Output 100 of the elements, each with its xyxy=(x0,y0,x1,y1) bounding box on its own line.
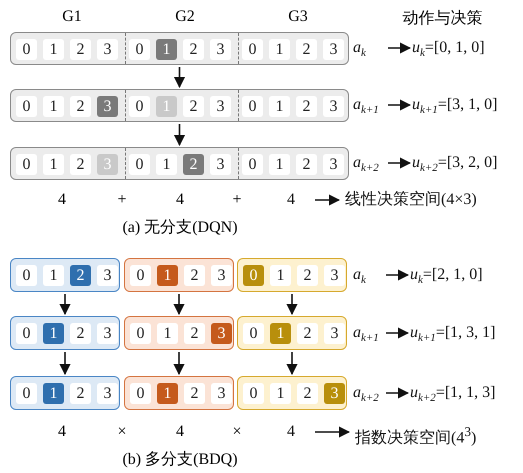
action-option-cell: 2 xyxy=(70,323,91,344)
action-option-cell: 0 xyxy=(16,265,37,286)
action-option-cell: 3 xyxy=(210,39,231,60)
action-option-cell: 2 xyxy=(70,265,91,286)
branch-size-number: 4 xyxy=(57,190,67,210)
decision-vector-label: u$_{k+1}$=[3, 1, 0] xyxy=(412,94,523,116)
action-option-cell: 1 xyxy=(43,39,64,60)
action-option-cell: 3 xyxy=(97,39,118,60)
action-label: a$_{k+2}$ xyxy=(353,152,379,174)
decision-vector-label: u$_{k+2}$=[3, 2, 0] xyxy=(412,152,523,174)
action-option-cell: 1 xyxy=(43,265,64,286)
arrow xyxy=(315,194,340,206)
branch-size-number: 4 xyxy=(175,422,185,442)
column-heading: 动作与决策 xyxy=(402,8,484,29)
arrow xyxy=(386,387,410,399)
arrow xyxy=(173,352,185,376)
branch-panel xyxy=(10,376,120,410)
action-option-cell: 3 xyxy=(97,265,118,286)
action-option-cell: 0 xyxy=(129,96,150,117)
arrow xyxy=(59,294,71,316)
branch-size-number: 4 xyxy=(175,190,185,210)
action-option-cell: 2 xyxy=(184,383,205,404)
action-option-cell: 1 xyxy=(270,265,291,286)
branch-panel xyxy=(124,316,234,350)
branch-panel xyxy=(124,376,234,410)
arrow xyxy=(173,294,185,316)
decision-space-label: 线性决策空间(4×3) xyxy=(345,189,523,211)
action-option-cell: 2 xyxy=(184,323,205,344)
arrow xyxy=(59,352,71,376)
operator-sign: × xyxy=(116,422,128,442)
action-option-cell: 3 xyxy=(97,323,118,344)
subfigure-caption: (b) 多分支(BDQ) xyxy=(121,450,239,470)
decision-vector-label: u$_{k}$=[0, 1, 0] xyxy=(412,37,523,59)
action-option-cell: 3 xyxy=(211,323,232,344)
action-row-panel xyxy=(10,147,349,180)
action-option-cell: 0 xyxy=(129,39,150,60)
action-option-cell: 1 xyxy=(270,383,291,404)
branch-panel xyxy=(10,316,120,350)
action-option-cell: 2 xyxy=(70,96,91,117)
action-option-cell: 0 xyxy=(243,323,264,344)
action-option-cell: 0 xyxy=(130,323,151,344)
branch-panel xyxy=(237,258,347,292)
decision-vector-label: u$_{k+1}$=[1, 3, 1] xyxy=(410,322,523,344)
action-option-cell: 2 xyxy=(296,96,317,117)
action-option-cell: 0 xyxy=(130,265,151,286)
branch-panel xyxy=(124,258,234,292)
action-option-cell: 2 xyxy=(70,154,91,175)
action-option-cell: 0 xyxy=(16,323,37,344)
arrow xyxy=(386,269,410,281)
branch-panel xyxy=(237,376,347,410)
action-option-cell: 3 xyxy=(210,96,231,117)
action-option-cell: 2 xyxy=(183,96,204,117)
decision-vector-label: u$_{k}$=[2, 1, 0] xyxy=(410,264,523,286)
action-option-cell: 1 xyxy=(156,154,177,175)
action-option-cell: 1 xyxy=(43,383,64,404)
action-option-cell: 0 xyxy=(16,383,37,404)
action-option-cell: 1 xyxy=(157,383,178,404)
operator-sign: + xyxy=(116,190,128,210)
action-option-cell: 0 xyxy=(242,96,263,117)
action-option-cell: 0 xyxy=(129,154,150,175)
action-option-cell: 3 xyxy=(324,323,345,344)
action-option-cell: 3 xyxy=(211,265,232,286)
action-option-cell: 3 xyxy=(97,383,118,404)
arrow xyxy=(388,157,412,169)
group-heading: G3 xyxy=(287,7,309,27)
action-option-cell: 2 xyxy=(296,154,317,175)
action-option-cell: 2 xyxy=(297,383,318,404)
action-label: a$_{k+1}$ xyxy=(353,94,379,116)
action-option-cell: 3 xyxy=(323,96,344,117)
action-option-cell: 1 xyxy=(269,154,290,175)
group-heading: G1 xyxy=(61,7,83,27)
arrow xyxy=(174,124,186,146)
action-option-cell: 0 xyxy=(242,154,263,175)
action-option-cell: 1 xyxy=(270,323,291,344)
arrow xyxy=(315,426,350,438)
action-option-cell: 2 xyxy=(183,39,204,60)
action-option-cell: 2 xyxy=(184,265,205,286)
operator-sign: + xyxy=(231,190,243,210)
action-option-cell: 1 xyxy=(43,323,64,344)
action-option-cell: 0 xyxy=(130,383,151,404)
arrow xyxy=(286,352,298,376)
operator-sign: × xyxy=(231,422,243,442)
arrow xyxy=(286,294,298,316)
action-option-cell: 2 xyxy=(297,323,318,344)
branch-size-number: 4 xyxy=(57,422,67,442)
action-option-cell: 2 xyxy=(296,39,317,60)
action-option-cell: 1 xyxy=(157,265,178,286)
action-label: a$_{k+2}$ xyxy=(353,382,379,404)
action-option-cell: 0 xyxy=(16,154,37,175)
action-option-cell: 3 xyxy=(97,96,118,117)
action-option-cell: 3 xyxy=(210,154,231,175)
action-row-panel xyxy=(10,32,349,65)
action-option-cell: 3 xyxy=(211,383,232,404)
action-option-cell: 1 xyxy=(156,39,177,60)
arrow xyxy=(388,42,412,54)
action-option-cell: 1 xyxy=(269,39,290,60)
decision-vector-label: u$_{k+2}$=[1, 1, 3] xyxy=(410,382,523,404)
subfigure-caption: (a) 无分支(DQN) xyxy=(121,218,239,238)
action-label: a$_{k}$ xyxy=(353,37,366,59)
action-option-cell: 0 xyxy=(243,265,264,286)
